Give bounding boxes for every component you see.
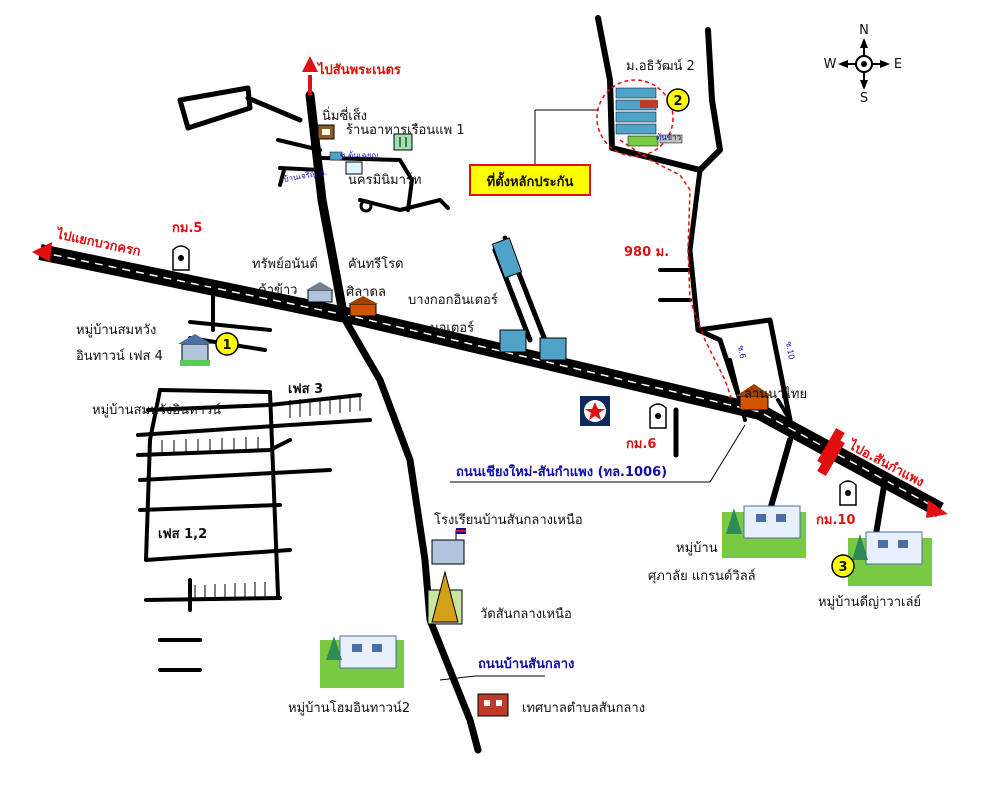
site-label-box: ที่ตั้งหลักประกัน — [469, 109, 598, 196]
label-phase-3: เฟส 3 — [288, 382, 323, 397]
rice-shop-icon — [306, 282, 334, 303]
marker-2: 2 — [666, 88, 690, 112]
temple-icon — [427, 570, 463, 625]
km6-label: กม.6 — [626, 437, 656, 452]
label-rice-trade: ค้าข้าว — [258, 283, 297, 298]
compass-n: N — [859, 23, 869, 38]
village-lots — [149, 395, 361, 600]
minimart-icon — [329, 151, 363, 175]
soi-label-d: ซ.10 — [784, 341, 796, 360]
label-school: โรงเรียนบ้านสันกลางเหนือ — [434, 512, 583, 528]
secondary-roads — [136, 15, 888, 754]
arrow-west-icon — [32, 242, 52, 262]
silatol-icon — [348, 296, 378, 317]
label-municipality: เทศบาลตำบลสันกลาง — [522, 701, 645, 716]
km-stone-6-icon — [649, 403, 667, 429]
motor-building-icon — [491, 237, 567, 361]
marker-3: 3 — [831, 554, 855, 578]
km10-label: กม.10 — [816, 513, 855, 528]
direction-san-phra-net: ไปสันพระเนตร — [316, 61, 401, 78]
label-lanna-thai: ลานนาไทย — [744, 386, 807, 402]
soi-label-c: ซ.6 — [736, 345, 747, 359]
svg-text:1: 1 — [222, 338, 231, 353]
compass-e: E — [894, 57, 902, 72]
side-road-label: ถนนบ้านสันกลาง — [478, 656, 574, 672]
site-label: ที่ตั้งหลักประกัน — [487, 171, 574, 190]
athiwat-village-buildings — [615, 87, 683, 147]
label-somwang-intown: หมู่บ้านสมหวังอินทาวน์ — [92, 402, 221, 418]
school-icon — [431, 528, 466, 565]
soi-label-f: ต้นข้าว — [656, 133, 681, 142]
label-supalai-2: ศุภาลัย แกรนด์วิลล์ — [648, 568, 756, 584]
label-silatol: ศิลาดล — [346, 285, 386, 300]
fuel-station-icon — [580, 396, 610, 426]
deeya-village-icon — [848, 531, 932, 586]
compass-s: S — [860, 91, 868, 106]
label-nim-see-seng: นิ่มซี่เส็ง — [322, 106, 367, 124]
municipality-icon — [477, 693, 509, 717]
svg-text:3: 3 — [838, 560, 847, 575]
label-bangkok-inter: บางกอกอินเตอร์ — [408, 292, 498, 308]
label-raft-restaurant: ร้านอาหารเรือนแพ 1 — [346, 122, 465, 138]
label-kanthi-road: คันทรีโรด — [348, 256, 404, 272]
somwang-house-icon — [178, 334, 212, 366]
arrow-east-icon — [926, 500, 948, 518]
shop-icon — [317, 124, 335, 140]
compass-icon: N S W E — [824, 23, 903, 106]
site-route — [596, 79, 733, 401]
main-road-label: ถนนเชียงใหม่-สันกำแพง (ทล.1006) — [456, 463, 667, 480]
distance-label: 980 ม. — [624, 245, 669, 260]
arrow-north-icon — [302, 56, 318, 95]
lanna-thai-icon — [736, 384, 772, 411]
marker-1: 1 — [215, 332, 239, 356]
main-road — [32, 242, 948, 518]
label-home-intown-2: หมู่บ้านโฮมอินทาวน์2 — [288, 700, 410, 716]
soi-label-a: ซ.ต้นเฉยญ — [340, 151, 379, 160]
label-somwang-2: อินทาวน์ เฟส 4 — [76, 348, 163, 364]
border-marker-icon — [817, 428, 845, 476]
supalai-village-icon — [722, 505, 806, 558]
label-athiwat-2: ม.อธิวัฒน์ 2 — [626, 58, 695, 74]
compass-w: W — [824, 57, 837, 72]
label-phase-1-2: เฟส 1,2 — [158, 527, 207, 542]
label-somwang-1: หมู่บ้านสมหวัง — [76, 323, 156, 338]
restaurant-icon — [393, 133, 413, 151]
svg-text:2: 2 — [673, 94, 682, 109]
label-nakhon-minimart: นครมินิมาร์ท — [348, 172, 421, 188]
label-sap-anan: ทรัพย์อนันต์ — [252, 256, 318, 272]
label-deeya: หมู่บ้านดีญ่าวาเล่ย์ — [818, 594, 921, 610]
label-supalai-1: หมู่บ้าน — [676, 541, 718, 556]
km5-label: กม.5 — [172, 221, 202, 236]
km-stone-10-icon — [839, 480, 857, 506]
home-intown-village-icon — [320, 635, 404, 688]
label-temple: วัดสันกลางเหนือ — [480, 606, 572, 622]
label-motor: มอเตอร์ — [430, 320, 474, 336]
km-stone-5-icon — [172, 245, 190, 271]
